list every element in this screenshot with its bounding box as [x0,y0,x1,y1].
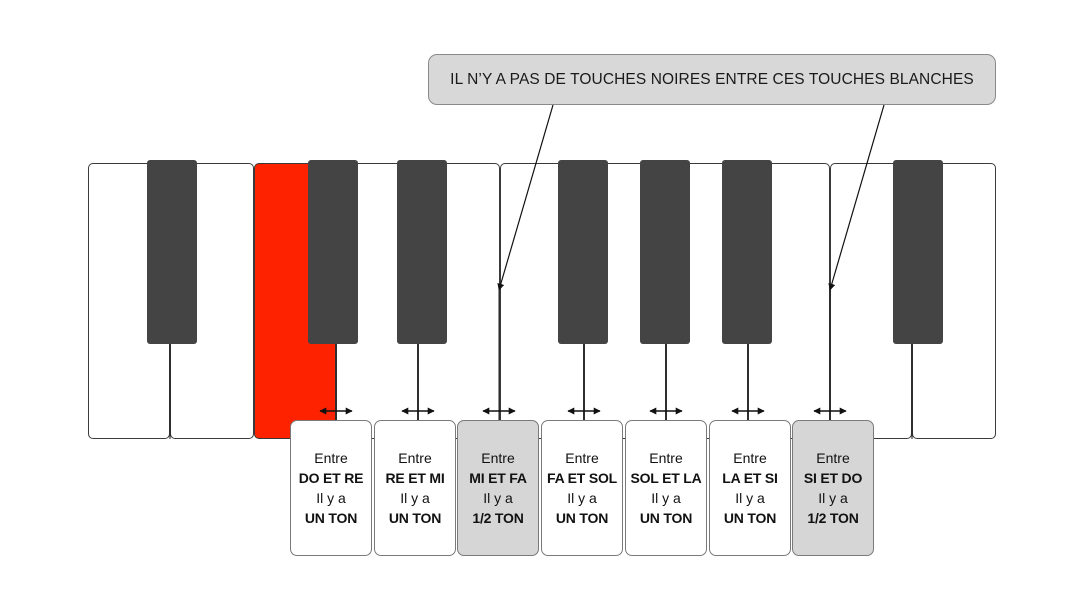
box-verb: Il y a [818,488,848,508]
box-note-pair: MI ET FA [469,468,527,488]
box-interval: 1/2 TON [472,508,523,528]
box-interval: UN TON [556,508,608,528]
box-verb: Il y a [316,488,346,508]
box-prefix: Entre [649,448,682,468]
interval-box-mi-fa: Entre MI ET FA Il y a 1/2 TON [457,420,539,556]
box-prefix: Entre [481,448,514,468]
box-note-pair: LA ET SI [722,468,777,488]
box-verb: Il y a [567,488,597,508]
black-key-re-sharp [397,160,447,344]
black-key-sol-sharp [640,160,690,344]
black-key-la-sharp [147,160,197,344]
box-prefix: Entre [565,448,598,468]
callout-box: IL N’Y A PAS DE TOUCHES NOIRES ENTRE CES… [428,54,996,105]
callout-text: IL N’Y A PAS DE TOUCHES NOIRES ENTRE CES… [450,71,974,89]
black-key-la-sharp-2 [722,160,772,344]
box-verb: Il y a [400,488,430,508]
box-interval: UN TON [305,508,357,528]
box-note-pair: FA ET SOL [547,468,617,488]
black-key-do-sharp-2 [893,160,943,344]
box-interval: UN TON [389,508,441,528]
interval-box-si-do: Entre SI ET DO Il y a 1/2 TON [792,420,874,556]
box-verb: Il y a [735,488,765,508]
box-prefix: Entre [733,448,766,468]
interval-box-re-mi: Entre RE ET MI Il y a UN TON [374,420,456,556]
box-prefix: Entre [816,448,849,468]
black-key-do-sharp [308,160,358,344]
black-key-fa-sharp [558,160,608,344]
interval-box-fa-sol: Entre FA ET SOL Il y a UN TON [541,420,623,556]
interval-box-la-si: Entre LA ET SI Il y a UN TON [709,420,791,556]
box-note-pair: RE ET MI [385,468,444,488]
box-note-pair: DO ET RE [299,468,364,488]
interval-box-do-re: Entre DO ET RE Il y a UN TON [290,420,372,556]
box-prefix: Entre [314,448,347,468]
box-prefix: Entre [398,448,431,468]
box-note-pair: SOL ET LA [630,468,701,488]
box-verb: Il y a [483,488,513,508]
box-note-pair: SI ET DO [804,468,862,488]
box-verb: Il y a [651,488,681,508]
box-interval: UN TON [724,508,776,528]
box-interval: 1/2 TON [807,508,858,528]
interval-box-sol-la: Entre SOL ET LA Il y a UN TON [625,420,707,556]
box-interval: UN TON [640,508,692,528]
